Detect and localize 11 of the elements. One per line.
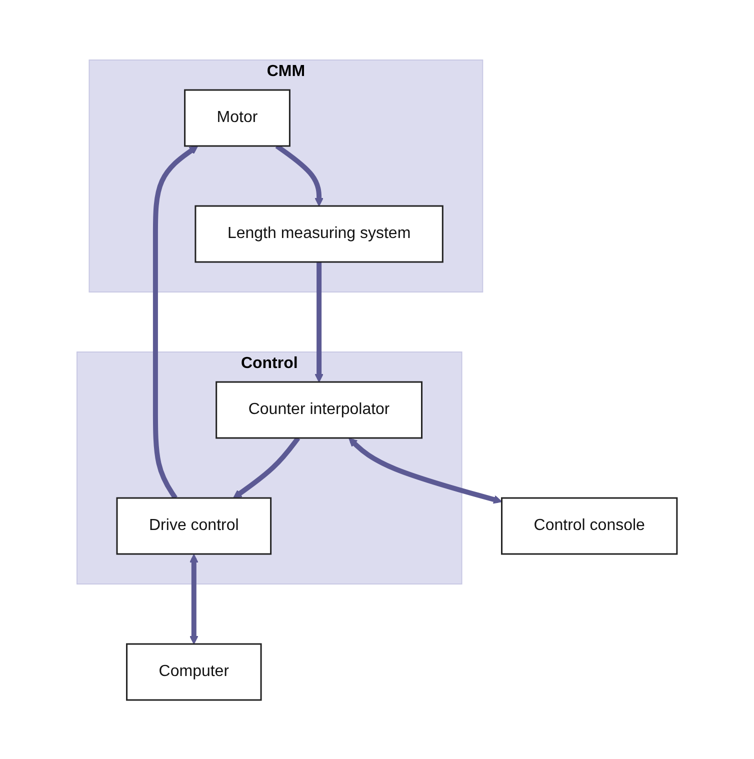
node-box: Length measuring system (194, 204, 444, 262)
arrow (233, 436, 300, 498)
arrow (152, 145, 198, 499)
node-box: Motor (184, 88, 290, 146)
arrow (314, 262, 324, 382)
node-box: Computer (126, 642, 262, 700)
arrow (348, 437, 502, 504)
node-box: Drive control (116, 496, 272, 554)
arrow (190, 554, 198, 644)
node-box: Control console (501, 496, 678, 554)
node-box: Counter interpolator (216, 380, 423, 438)
